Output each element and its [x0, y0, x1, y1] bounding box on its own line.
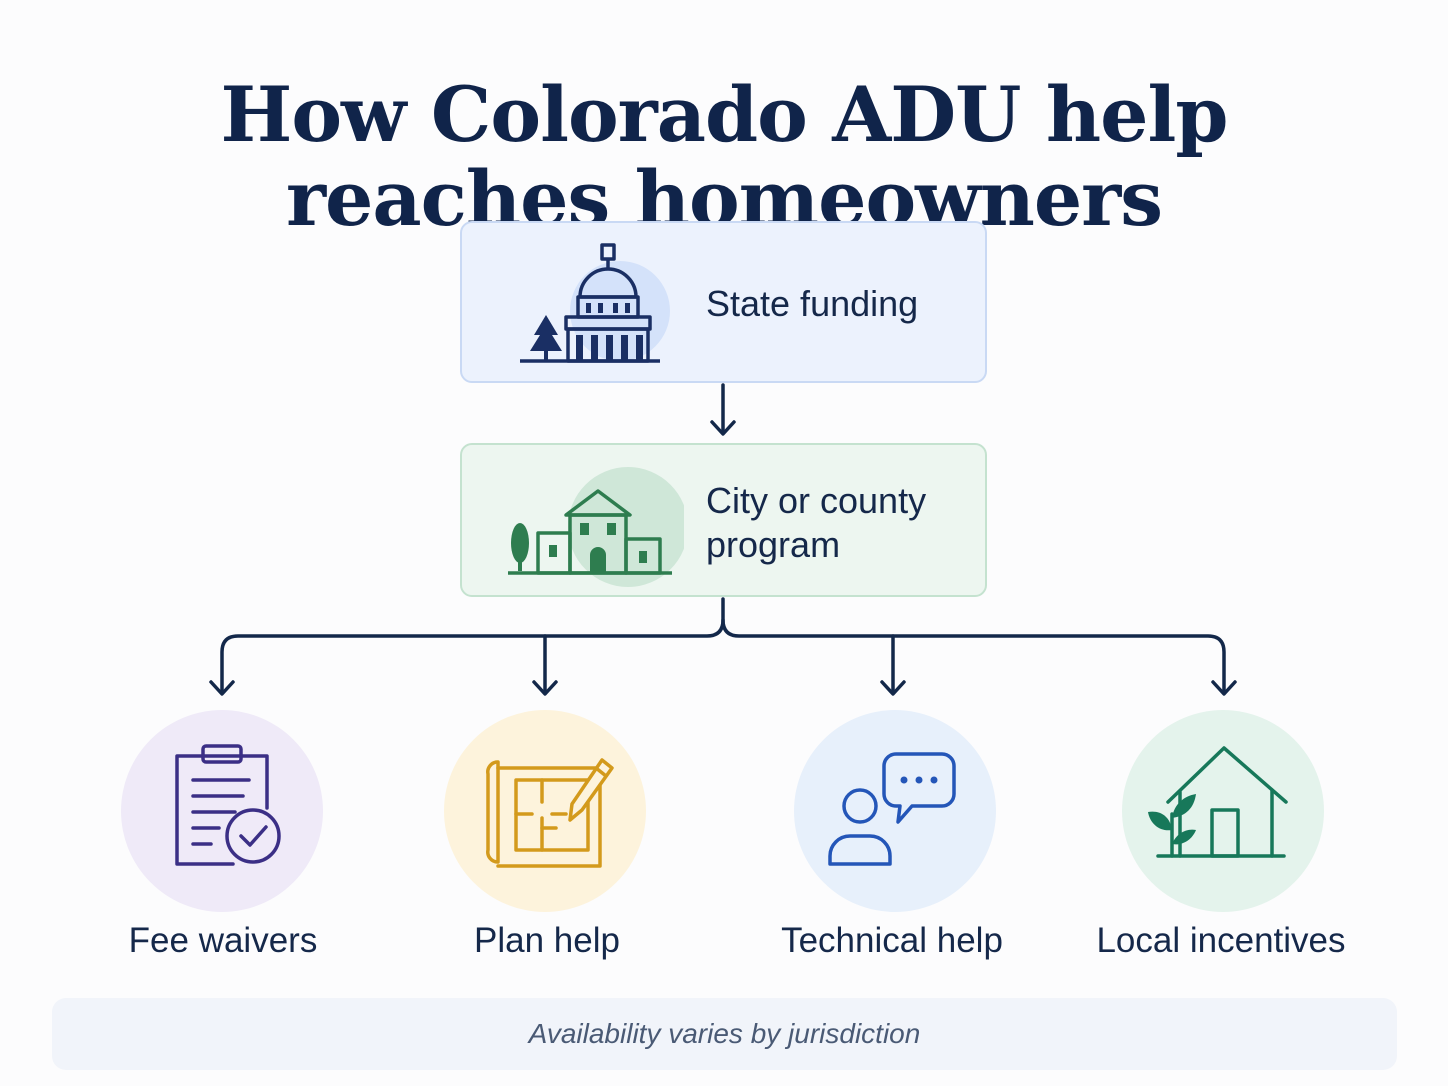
- blueprint-pencil-icon: [486, 758, 614, 868]
- arrow-head-fee-waivers: [209, 680, 235, 696]
- house-sprout-icon: [1148, 746, 1288, 858]
- technical-help-circle: [794, 710, 996, 912]
- local-incentives-circle: [1122, 710, 1324, 912]
- flow-connectors: [209, 383, 1237, 696]
- city-county-program-box: City or county program: [460, 443, 987, 597]
- branch-trunk: [220, 597, 725, 695]
- capitol-building-icon: [520, 243, 670, 363]
- arrow-head-technical-help: [880, 680, 906, 696]
- plan-help-label: Plan help: [474, 921, 620, 960]
- technical-help-label: Technical help: [781, 921, 1003, 960]
- page-title: How Colorado ADU help reaches homeowners: [0, 69, 1448, 241]
- arrow-head-local-incentives: [1211, 680, 1237, 696]
- arrow-state-to-city-head: [710, 420, 736, 436]
- fee-waivers-label: Fee waivers: [128, 921, 318, 960]
- clipboard-check-icon: [175, 744, 281, 866]
- local-incentives-label: Local incentives: [1096, 921, 1346, 960]
- state-funding-box: State funding: [460, 221, 987, 383]
- person-chat-icon: [828, 752, 956, 866]
- city-county-program-label: City or county program: [706, 480, 927, 565]
- footer-note: Availability varies by jurisdiction: [528, 1018, 921, 1049]
- footer-note-banner: Availability varies by jurisdiction: [52, 998, 1397, 1070]
- fee-waivers-circle: [121, 710, 323, 912]
- arrow-head-plan-help: [532, 680, 558, 696]
- state-funding-label: State funding: [706, 283, 919, 324]
- city-hall-icon: [508, 467, 684, 587]
- plan-help-circle: [444, 710, 646, 912]
- title-line-1: How Colorado ADU help: [220, 69, 1229, 159]
